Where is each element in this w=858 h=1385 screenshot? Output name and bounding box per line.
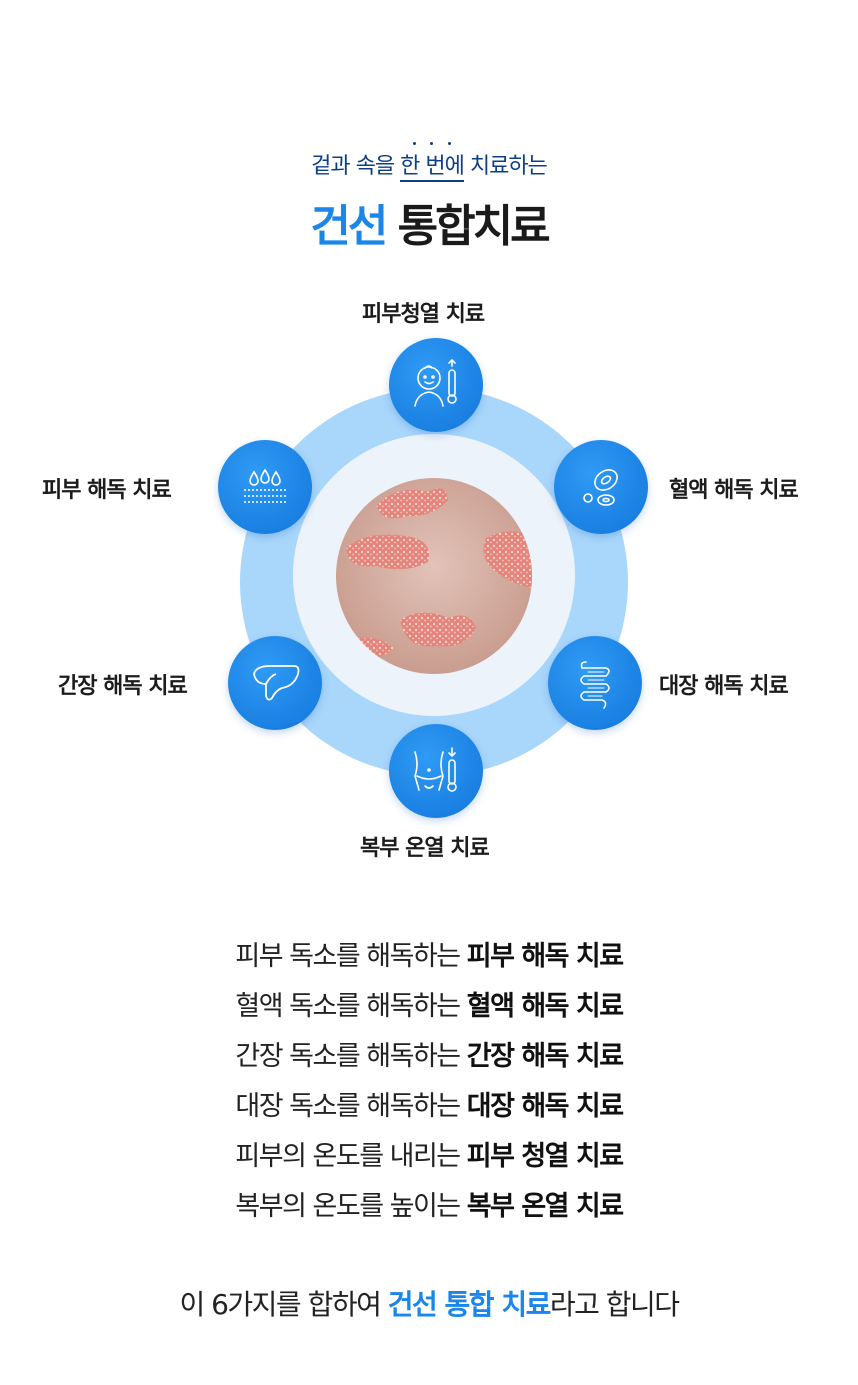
description-bold: 간장 해독 치료 (466, 1041, 624, 1072)
description-plain: 혈액 독소를 해독하는 (235, 991, 467, 1022)
description-line: 복부의 온도를 높이는 복부 온열 치료 (0, 1184, 858, 1223)
description-plain: 대장 독소를 해독하는 (235, 1091, 467, 1122)
description-bold: 대장 해독 치료 (466, 1091, 624, 1122)
node-colon-detox (548, 636, 642, 730)
closing-post: 라고 합니다 (549, 1288, 680, 1321)
psoriasis-skin-image (336, 478, 532, 674)
description-bold: 혈액 해독 치료 (466, 991, 624, 1022)
subtitle-emphasis-text: 한 번에 (400, 154, 465, 179)
label-skin-cooling: 피부청열 치료 (362, 302, 485, 327)
blood-cells-icon (583, 469, 618, 506)
description-line: 혈액 독소를 해독하는 혈액 해독 치료 (0, 984, 858, 1023)
page-title: 건선 통합치료 (0, 190, 858, 254)
node-abdomen-warming (389, 724, 483, 818)
subtitle-pre: 겉과 속을 (311, 154, 401, 179)
subtitle: 겉과 속을 한 번에 치료하는 (0, 142, 858, 183)
node-blood-detox (554, 440, 648, 534)
description-line: 피부 독소를 해독하는 피부 해독 치료 (0, 934, 858, 973)
label-abdomen-warming: 복부 온열 치료 (360, 836, 490, 861)
label-skin-detox: 피부 해독 치료 (42, 478, 172, 503)
abdomen-thermometer-icon (414, 747, 457, 792)
node-skin-cooling (389, 338, 483, 432)
node-skin-detox (218, 440, 312, 534)
label-blood-detox: 혈액 해독 치료 (669, 478, 799, 503)
description-line: 피부의 온도를 내리는 피부 청열 치료 (0, 1134, 858, 1173)
closing-highlight: 건선 통합 치료 (387, 1288, 552, 1321)
description-bold: 피부 청열 치료 (466, 1141, 624, 1172)
title-blue: 건선 (310, 201, 388, 252)
label-liver-detox: 간장 해독 치료 (58, 674, 188, 699)
baby-thermometer-icon (414, 358, 457, 407)
description-plain: 피부 독소를 해독하는 (235, 941, 467, 972)
description-plain: 피부의 온도를 내리는 (235, 1141, 467, 1172)
description-plain: 복부의 온도를 높이는 (235, 1191, 467, 1222)
title-dark: 통합치료 (385, 201, 551, 252)
description-bold: 복부 온열 치료 (466, 1191, 624, 1222)
skin-drops-icon (244, 468, 286, 503)
node-liver-detox (228, 636, 322, 730)
description-bold: 피부 해독 치료 (466, 941, 624, 972)
emphasis-dots (400, 142, 464, 148)
description-plain: 간장 독소를 해독하는 (235, 1041, 467, 1072)
description-line: 대장 독소를 해독하는 대장 해독 치료 (0, 1084, 858, 1123)
closing-pre: 이 6가지를 합하여 (179, 1288, 388, 1321)
subtitle-emphasis: 한 번에 (400, 142, 465, 183)
description-line: 간장 독소를 해독하는 간장 해독 치료 (0, 1034, 858, 1073)
closing-statement: 이 6가지를 합하여 건선 통합 치료라고 합니다 (0, 1283, 858, 1323)
intestine-icon (580, 661, 610, 709)
subtitle-post: 치료하는 (463, 154, 548, 179)
label-colon-detox: 대장 해독 치료 (659, 674, 789, 699)
liver-icon (253, 665, 300, 701)
